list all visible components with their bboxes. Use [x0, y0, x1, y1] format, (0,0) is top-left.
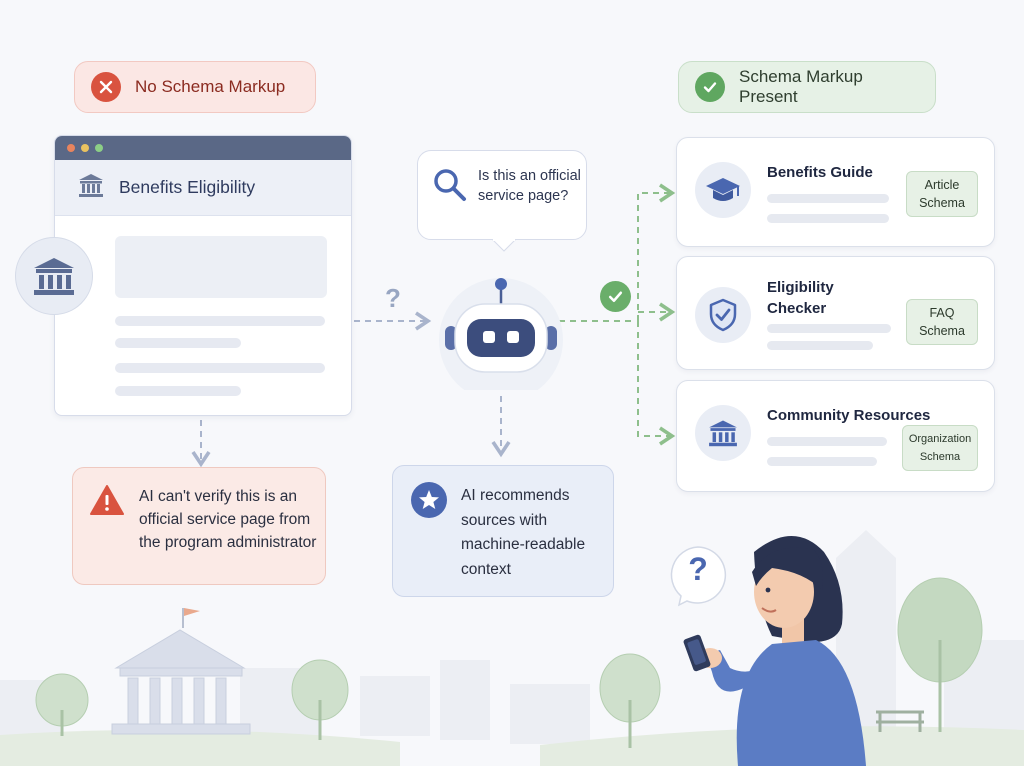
- text-line-placeholder: [115, 386, 241, 396]
- organization-schema-tag: Organization Schema: [902, 425, 978, 471]
- institution-icon: [15, 237, 93, 315]
- ai-query-text: Is this an official service page?: [478, 168, 581, 204]
- faq-schema-tag: FAQ Schema: [906, 299, 978, 345]
- schema-present-badge: Schema Markup Present: [678, 61, 936, 113]
- card-title-line: Checker: [767, 300, 827, 317]
- text-line-placeholder: [767, 457, 877, 466]
- content-placeholder: [115, 236, 327, 298]
- card-title: Community Resources: [767, 407, 931, 424]
- close-icon: [91, 72, 121, 102]
- text-line-placeholder: [115, 316, 325, 326]
- building-icon: [695, 405, 751, 461]
- text-line-placeholder: [767, 214, 889, 223]
- window-dot-yellow-icon: [81, 144, 89, 152]
- person-question-bubble: [670, 546, 727, 607]
- no-schema-badge: No Schema Markup: [74, 61, 316, 113]
- recommendation-text: AI recommends sources with machine-reada…: [461, 487, 586, 578]
- ai-query-bubble: Is this an official service page?: [417, 150, 587, 252]
- ai-recommendation-card: AI recommends sources with machine-reada…: [392, 465, 614, 597]
- benefits-page-browser: Benefits Eligibility: [54, 135, 352, 416]
- text-line-placeholder: [115, 338, 241, 348]
- browser-titlebar: [55, 136, 351, 160]
- verification-warning-card: AI can't verify this is an official serv…: [72, 467, 326, 585]
- tag-line: FAQ: [929, 306, 955, 320]
- connectors: [191, 183, 676, 468]
- window-dot-red-icon: [67, 144, 75, 152]
- warning-text: AI can't verify this is an official serv…: [139, 488, 317, 551]
- card-title-line: Eligibility: [767, 279, 834, 296]
- trees: [35, 577, 983, 727]
- warning-icon: [89, 484, 125, 521]
- card-title: Benefits Guide: [767, 164, 873, 181]
- text-line-placeholder: [115, 363, 325, 373]
- bench: [876, 710, 924, 732]
- browser-header: Benefits Eligibility: [55, 160, 351, 216]
- ground: [0, 729, 400, 766]
- schema-card-benefits-guide: Benefits Guide Article Schema: [676, 137, 995, 247]
- verified-check-icon: [600, 281, 631, 312]
- graduation-cap-icon: [695, 162, 751, 218]
- person-with-phone-illustration: [683, 536, 866, 766]
- question-mark: ?: [385, 283, 401, 313]
- check-icon: [695, 72, 725, 102]
- tag-line: Organization: [908, 433, 972, 445]
- person-question-mark: ?: [688, 551, 708, 587]
- article-schema-tag: Article Schema: [906, 171, 978, 217]
- no-schema-label: No Schema Markup: [135, 77, 286, 96]
- shield-check-icon: [695, 287, 751, 343]
- tag-line: Schema: [919, 451, 961, 463]
- schema-card-community-resources: Community Resources Organization Schema: [676, 380, 995, 492]
- window-dot-green-icon: [95, 144, 103, 152]
- text-line-placeholder: [767, 194, 889, 203]
- text-line-placeholder: [767, 437, 887, 446]
- star-icon: [411, 482, 447, 523]
- page-title: Benefits Eligibility: [119, 177, 256, 197]
- bank-icon: [77, 172, 105, 203]
- bubble-tail: [492, 239, 516, 252]
- tag-line: Schema: [919, 196, 965, 210]
- government-building-illustration: [111, 608, 251, 735]
- card-title: Eligibility Checker: [767, 277, 834, 319]
- schema-present-label: Schema Markup Present: [739, 67, 863, 106]
- text-line-placeholder: [767, 324, 891, 333]
- ai-robot-illustration: [439, 278, 563, 390]
- text-line-placeholder: [767, 341, 873, 350]
- tag-line: Article: [924, 178, 960, 192]
- search-icon: [432, 167, 468, 208]
- tag-line: Schema: [919, 324, 965, 338]
- schema-card-eligibility-checker: Eligibility Checker FAQ Schema: [676, 256, 995, 370]
